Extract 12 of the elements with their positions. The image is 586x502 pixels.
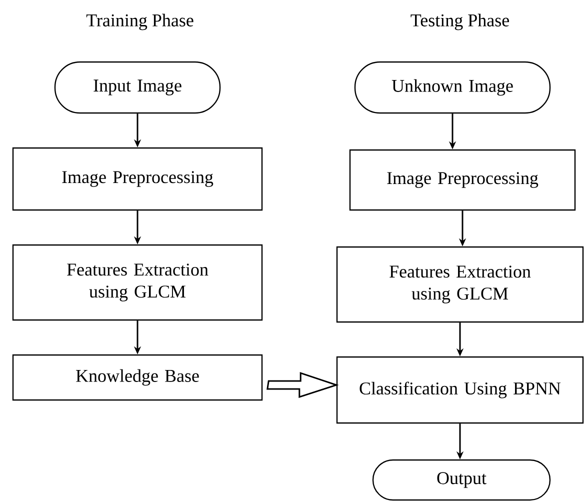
process-box: Knowledge Base [12, 354, 263, 401]
phase-heading: Testing Phase [410, 14, 509, 30]
terminal-box: Unknown Image [354, 61, 551, 114]
process-box: Features Extraction using GLCM [336, 246, 584, 323]
terminal-box: Output [372, 459, 551, 501]
phase-heading: Training Phase [86, 14, 194, 30]
arrow [266, 372, 339, 398]
process-box: Image Preprocessing [12, 147, 263, 211]
process-box: Classification Using BPNN [336, 356, 584, 424]
process-box: Image Preprocessing [349, 149, 576, 211]
process-box: Features Extraction using GLCM [12, 244, 263, 321]
terminal-box: Input Image [54, 61, 221, 114]
